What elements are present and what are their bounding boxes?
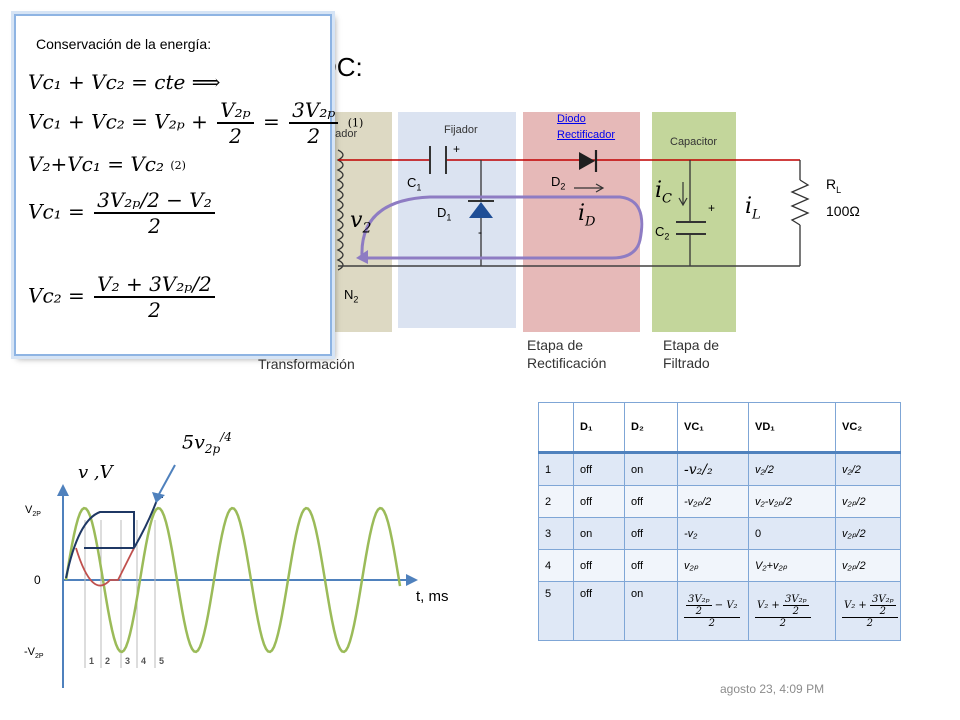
diode-state-table: D₁ D₂ VC₁ VD₁ VC₂ 1 off on -v₂/₂ v₂/2 v₂… xyxy=(538,402,901,641)
table-cell: on xyxy=(624,581,678,641)
c2-label: C2 xyxy=(655,224,670,242)
table-cell: v₂/2 xyxy=(748,452,836,486)
x-tick-4: 4 xyxy=(141,656,147,666)
transformer-label: mador xyxy=(326,128,358,140)
table-cell: -v₂ₚ/2 xyxy=(677,485,749,518)
graph-y-label: v ,V xyxy=(78,462,113,483)
table-cell: off xyxy=(573,549,625,582)
table-header-cell: D₁ xyxy=(573,402,625,454)
table-cell: -v₂/₂ xyxy=(677,452,749,486)
table-row: 1 off on -v₂/₂ v₂/2 v₂/2 xyxy=(538,452,901,486)
table-cell: 3 xyxy=(538,517,574,550)
v2-label: v2 xyxy=(350,208,372,237)
table-cell: 0 xyxy=(748,517,836,550)
diode-conduction-segment xyxy=(75,547,135,587)
filter-caption-2: Filtrado xyxy=(663,355,710,371)
transformer-caption: Transformación xyxy=(258,356,355,372)
c1-plus: + xyxy=(453,142,461,156)
current-loop-path xyxy=(360,195,644,260)
rectifier-caption-2: Rectificación xyxy=(527,355,607,371)
table-cell: v₂-v₂ₚ/2 xyxy=(748,485,836,518)
transformer-panel xyxy=(320,112,392,332)
rectifier-link-line1[interactable]: Diodo xyxy=(557,113,586,125)
table-cell: off xyxy=(624,549,678,582)
n2-label: N2 xyxy=(344,287,359,305)
table-cell: on xyxy=(573,517,625,550)
id-label: iD xyxy=(578,201,596,230)
equation-3: V₂+Vc₁ = Vc₂ (2) xyxy=(28,152,186,176)
table-cell: V₂+v₂ₚ xyxy=(748,549,836,582)
filter-caption-1: Etapa de xyxy=(663,337,720,353)
clamper-label: Fijador xyxy=(444,124,478,136)
d1-diode-symbol xyxy=(469,202,493,218)
d1-label: D1 xyxy=(437,205,452,223)
x-tick-3: 3 xyxy=(125,656,131,666)
table-cell: off xyxy=(573,581,625,641)
table-cell: 4 xyxy=(538,549,574,582)
table-cell: v₂ₚ/2 xyxy=(835,549,901,582)
table-cell: off xyxy=(624,517,678,550)
table-cell: -v₂ xyxy=(677,517,749,550)
table-cell: v₂ₚ/2 xyxy=(835,517,901,550)
table-cell: off xyxy=(573,452,625,486)
table-cell: v₂/2 xyxy=(835,452,901,486)
d1-minus: - xyxy=(478,225,482,239)
d2-label: D2 xyxy=(551,174,566,192)
table-cell: on xyxy=(624,452,678,486)
clamper-panel xyxy=(398,112,516,328)
capacitor-label: Capacitor xyxy=(670,136,718,148)
table-cell: 1 xyxy=(538,452,574,486)
x-tick-2: 2 xyxy=(105,656,111,666)
table-header-cell: VC₂ xyxy=(835,402,901,454)
energy-conservation-popup: Conservación de la energía: Vc₁ + Vc₂ = … xyxy=(14,14,363,356)
timestamp: agosto 23, 4:09 PM xyxy=(720,682,825,696)
il-label: iL xyxy=(745,194,761,223)
y-tick-bottom: -V2P xyxy=(24,646,44,661)
table-header-cell: VC₁ xyxy=(677,402,749,454)
table-header-cell xyxy=(538,402,574,454)
table-row: 2 off off -v₂ₚ/2 v₂-v₂ₚ/2 v₂ₚ/2 xyxy=(538,485,901,518)
ic-label: iC xyxy=(655,178,672,207)
rectifier-panel xyxy=(523,112,640,332)
x-tick-1: 1 xyxy=(89,656,95,666)
table-cell: v₂ₚ xyxy=(677,549,749,582)
table-cell: v₂ₚ/2 xyxy=(835,485,901,518)
table-row: 4 off off v₂ₚ V₂+v₂ₚ v₂ₚ/2 xyxy=(538,549,901,582)
rectifier-link-line2[interactable]: Rectificador xyxy=(557,129,616,141)
rl-value: 100Ω xyxy=(826,203,860,219)
sine-waveform xyxy=(64,506,402,654)
graph-x-label: t, ms xyxy=(416,588,449,605)
equation-1: Vc₁ + Vc₂ = cte ⟹ xyxy=(28,70,221,94)
secondary-winding xyxy=(336,149,344,271)
rl-label: RL xyxy=(826,176,842,195)
d2-diode-symbol xyxy=(579,152,595,170)
rectifier-caption-1: Etapa de xyxy=(527,337,584,353)
table-cell: 5 xyxy=(538,581,574,641)
y-tick-top: V2P xyxy=(25,504,41,519)
table-header-cell: VD₁ xyxy=(748,402,836,454)
table-cell: 2 xyxy=(538,485,574,518)
table-header-cell: D₂ xyxy=(624,402,678,454)
table-header-row: D₁ D₂ VC₁ VD₁ VC₂ xyxy=(538,402,901,454)
c1-label: C1 xyxy=(407,175,422,193)
rl-resistor-symbol xyxy=(790,179,810,226)
c2-plus: + xyxy=(708,201,716,215)
x-tick-5: 5 xyxy=(159,656,165,666)
table-row: 3 on off -v₂ 0 v₂ₚ/2 xyxy=(538,517,901,550)
clamped-waveform xyxy=(65,496,163,579)
graph-annotation: 5v2p/4 xyxy=(182,430,232,457)
table-cell: off xyxy=(624,485,678,518)
y-tick-zero: 0 xyxy=(34,573,41,587)
table-cell: off xyxy=(573,485,625,518)
popup-title: Conservación de la energía: xyxy=(36,36,212,52)
